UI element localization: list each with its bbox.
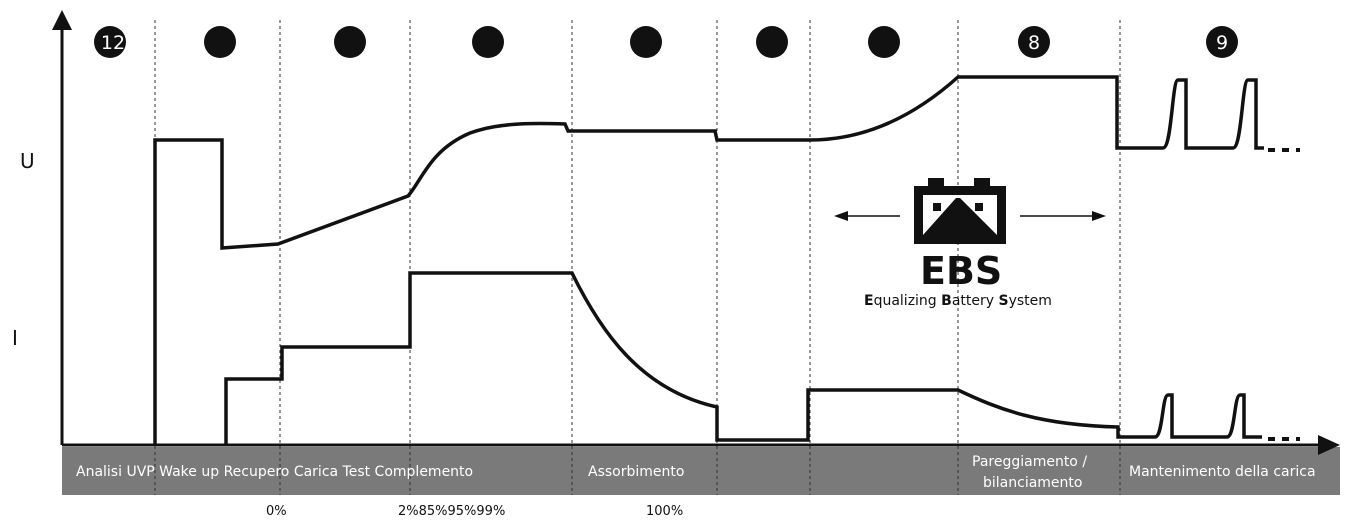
ebs-subtitle: Equalizing Battery System (864, 293, 1052, 309)
stage-marker (472, 26, 504, 58)
stage-label-charge-phases: Analisi UVP Wake up Recupero Carica Test… (76, 464, 473, 480)
stage-marker (204, 26, 236, 58)
ebs-subtitle-part: E (864, 293, 874, 309)
charge-percent-100: 100% (646, 504, 683, 519)
charge-percent-0: 0% (266, 504, 287, 519)
stage-marker-number: 8 (1028, 32, 1040, 54)
stage-band (62, 447, 1340, 495)
stage-marker (868, 26, 900, 58)
stage-marker (630, 26, 662, 58)
stage-label-equalization-line2: bilanciamento (983, 475, 1082, 491)
stage-marker-number: 12 (101, 32, 125, 54)
x-axis-arrow (1318, 435, 1340, 455)
stage-markers (94, 26, 1238, 58)
ebs-subtitle-part: ystem (1009, 293, 1052, 309)
stage-marker (334, 26, 366, 58)
ebs-subtitle-part: attery (952, 293, 999, 309)
ebs-subtitle-part: qualizing (874, 293, 942, 309)
stage-marker (1018, 26, 1050, 58)
stage-marker (1206, 26, 1238, 58)
y-axis-arrow (52, 10, 72, 30)
current-curve (224, 271, 1262, 445)
battery-icon (914, 178, 1006, 244)
current-axis-label: I (12, 326, 18, 350)
ebs-subtitle-part: S (999, 293, 1009, 309)
ebs-title: EBS (920, 249, 1002, 293)
ebs-subtitle-part: B (941, 293, 952, 309)
phase-separators (154, 20, 1121, 495)
stage-marker (756, 26, 788, 58)
stage-marker-number: 9 (1216, 32, 1228, 54)
stage-marker (94, 26, 126, 58)
stage-label-absorption: Assorbimento (588, 464, 684, 480)
stage-label-maintenance: Mantenimento della carica (1129, 464, 1316, 480)
charge-percent-steps: 2%85%95%99% (398, 504, 505, 519)
voltage-axis-label: U (20, 149, 35, 173)
stage-label-equalization-line1: Pareggiamento / (972, 454, 1087, 470)
voltage-curve (153, 75, 1264, 445)
ebs-spread-arrows (834, 211, 1106, 221)
